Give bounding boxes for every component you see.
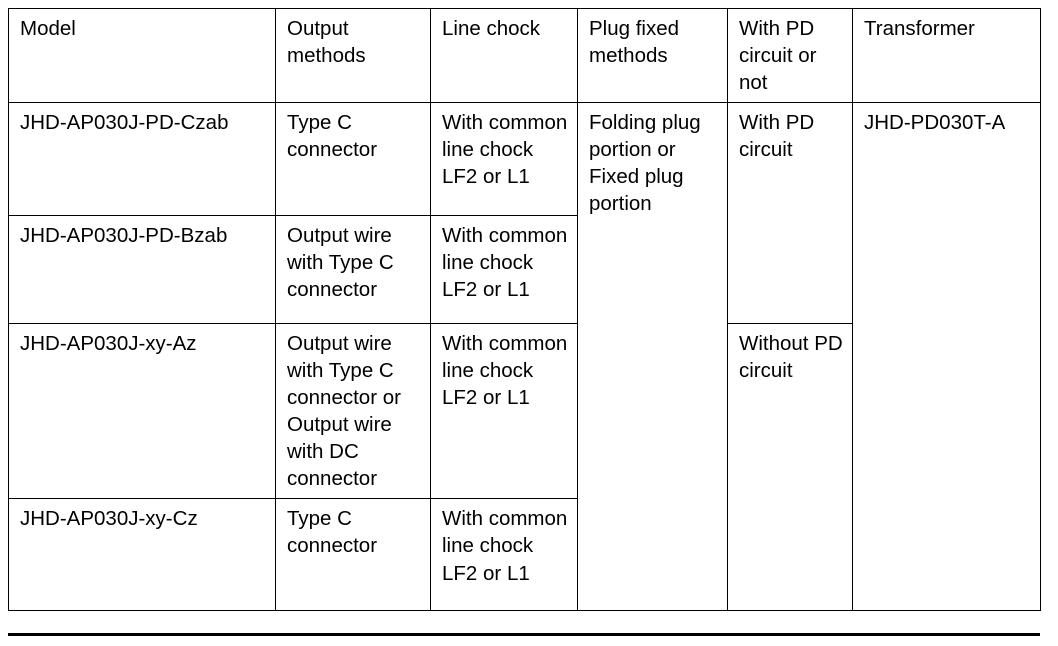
column-header-line-chock: Line chock xyxy=(430,7,578,104)
cell-model: JHD-AP030J-PD-Bzab xyxy=(8,215,276,325)
cell-model: JHD-AP030J-xy-Az xyxy=(8,323,276,500)
table-header-row: Model Output methods Line chock Plug fix… xyxy=(8,7,1041,104)
cell-line-chock: With common line chock LF2 or L1 xyxy=(430,102,578,217)
cell-line-chock: With common line chock LF2 or L1 xyxy=(430,498,578,612)
cell-pd-circuit-with: With PD circuit xyxy=(727,102,853,325)
cell-pd-circuit-without: Without PD circuit xyxy=(727,323,853,612)
product-model-specification-table: Model Output methods Line chock Plug fix… xyxy=(8,7,1041,612)
table-row: JHD-AP030J-PD-Bzab Output wire with Type… xyxy=(8,215,1041,325)
column-header-model: Model xyxy=(8,7,276,104)
cell-model: JHD-AP030J-xy-Cz xyxy=(8,498,276,612)
table-row: JHD-AP030J-xy-Az Output wire with Type C… xyxy=(8,323,1041,612)
cell-plug-fixed-methods: Folding plug portion or Fixed plug porti… xyxy=(577,102,728,612)
column-header-output-methods: Output methods xyxy=(275,7,431,104)
cell-output-methods: Type C connector xyxy=(275,102,431,217)
table-row: JHD-AP030J-xy-Cz Type C connector With c… xyxy=(8,498,1041,612)
column-header-transformer: Transformer xyxy=(852,7,1041,104)
table-bottom-rule xyxy=(8,633,1040,636)
cell-model: JHD-AP030J-PD-Czab xyxy=(8,102,276,217)
table-row: JHD-AP030J-PD-Czab Type C connector With… xyxy=(8,102,1041,612)
cell-output-methods: Output wire with Type C connector or Out… xyxy=(275,323,431,500)
column-header-plug-fixed-methods: Plug fixed methods xyxy=(577,7,728,104)
column-header-pd-circuit: With PD circuit or not xyxy=(727,7,853,104)
cell-line-chock: With common line chock LF2 or L1 xyxy=(430,215,578,325)
cell-output-methods: Type C connector xyxy=(275,498,431,612)
cell-line-chock: With common line chock LF2 or L1 xyxy=(430,323,578,500)
cell-transformer: JHD-PD030T-A xyxy=(852,102,1041,612)
cell-output-methods: Output wire with Type C connector xyxy=(275,215,431,325)
